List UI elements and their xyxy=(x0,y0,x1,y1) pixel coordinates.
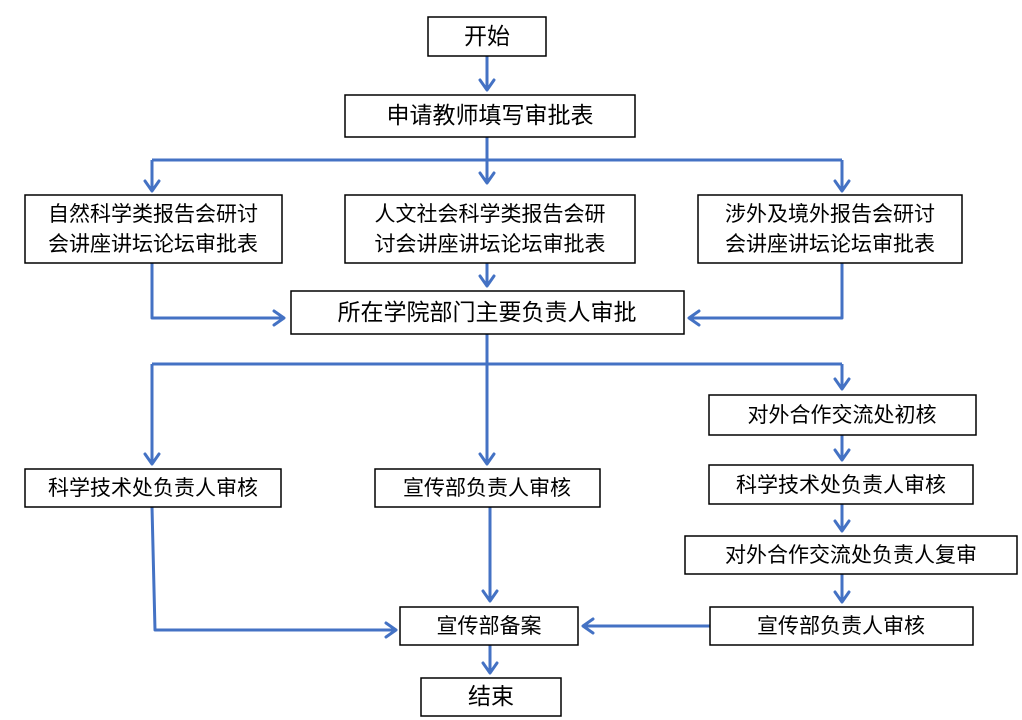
connectors xyxy=(143,56,851,675)
node-foreign-initial: 对外合作交流处初核 xyxy=(708,394,977,436)
node-foreign-initial-label: 对外合作交流处初核 xyxy=(748,403,937,427)
arrowhead-filing-to-end xyxy=(481,661,499,675)
node-form-foreign-line1: 涉外及境外报告会研讨 xyxy=(725,202,935,226)
node-dept-approval: 所在学院部门主要负责人审批 xyxy=(290,290,685,335)
node-form-humanities: 人文社会科学类报告会研 讨会讲座讲坛论坛审批表 xyxy=(344,194,636,264)
node-start: 开始 xyxy=(427,16,547,57)
node-foreign-recheck: 对外合作交流处负责人复审 xyxy=(684,535,1018,575)
node-apply: 申请教师填写审批表 xyxy=(344,94,636,138)
node-form-foreign: 涉外及境外报告会研讨 会讲座讲坛论坛审批表 xyxy=(697,194,963,264)
connector-sci-left-to-filing xyxy=(150,506,396,632)
node-sci-review-left: 科学技术处负责人审核 xyxy=(24,468,282,508)
arrowhead-science-to-dept xyxy=(272,309,286,327)
arrowhead-dept-to-sci-left xyxy=(143,452,161,466)
node-publicity-review-right: 宣传部负责人审核 xyxy=(709,606,974,646)
node-form-humanities-line1: 人文社会科学类报告会研 xyxy=(375,202,606,226)
nodes: 开始 申请教师填写审批表 自然科学类报告会研讨 会讲座讲坛论坛审批表 人文社会科… xyxy=(24,16,1018,717)
node-form-science-line1: 自然科学类报告会研讨 xyxy=(48,202,258,226)
arrowhead-dept-to-mid-review xyxy=(478,452,496,466)
node-form-foreign-line2: 会讲座讲坛论坛审批表 xyxy=(725,232,935,256)
node-form-science: 自然科学类报告会研讨 会讲座讲坛论坛审批表 xyxy=(24,194,283,264)
node-start-label: 开始 xyxy=(464,24,510,50)
node-dept-approval-label: 所在学院部门主要负责人审批 xyxy=(338,300,637,326)
node-publicity-review-mid: 宣传部负责人审核 xyxy=(374,468,601,508)
node-apply-label: 申请教师填写审批表 xyxy=(387,103,594,129)
node-end-label: 结束 xyxy=(468,684,514,710)
node-publicity-filing-label: 宣传部备案 xyxy=(437,614,542,638)
arrowhead-recheck-to-publicity-right xyxy=(833,590,851,604)
arrowhead-publicity-right-to-filing xyxy=(581,617,595,635)
arrowhead-apply-to-humanities xyxy=(478,171,496,185)
arrowhead-mid-review-to-filing xyxy=(481,589,499,603)
node-publicity-review-mid-label: 宣传部负责人审核 xyxy=(403,476,571,500)
arrowhead-sci-left-to-filing xyxy=(384,621,398,639)
node-sci-review-right-label: 科学技术处负责人审核 xyxy=(736,473,946,497)
arrowhead-foreign-initial-to-sci-right xyxy=(833,448,851,462)
node-form-humanities-line2: 讨会讲座讲坛论坛审批表 xyxy=(375,232,606,256)
arrowhead-start-to-apply xyxy=(478,78,496,92)
arrowhead-branch-to-foreign xyxy=(833,179,851,193)
node-sci-review-left-label: 科学技术处负责人审核 xyxy=(48,476,258,500)
node-publicity-review-right-label: 宣传部负责人审核 xyxy=(757,614,925,638)
node-form-science-line2: 会讲座讲坛论坛审批表 xyxy=(48,232,258,256)
arrowhead-foreign-to-dept xyxy=(687,309,701,327)
node-publicity-filing: 宣传部备案 xyxy=(399,606,579,646)
arrowhead-sci-right-to-recheck xyxy=(833,519,851,533)
arrowhead-dept-to-foreign-initial xyxy=(833,377,851,391)
node-end: 结束 xyxy=(420,677,562,717)
arrowhead-branch-to-science xyxy=(143,179,161,193)
connector-science-to-dept xyxy=(150,263,284,320)
node-sci-review-right: 科学技术处负责人审核 xyxy=(708,464,974,505)
arrowhead-humanities-to-dept xyxy=(478,274,496,288)
node-foreign-recheck-label: 对外合作交流处负责人复审 xyxy=(725,543,977,567)
connector-foreign-to-dept xyxy=(689,263,844,320)
